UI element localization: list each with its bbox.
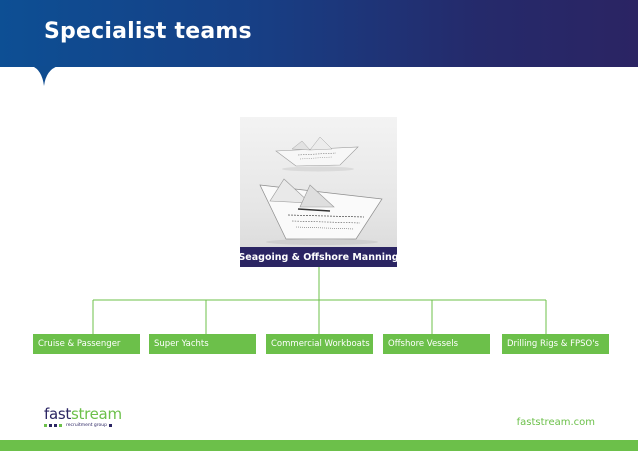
header-notch-decoration <box>32 66 58 86</box>
team-node-drilling-rigs: Drilling Rigs & FPSO's <box>502 334 609 354</box>
brand-dot-icon <box>59 424 62 427</box>
team-node-commercial-workboats: Commercial Workboats <box>266 334 373 354</box>
team-node-super-yachts: Super Yachts <box>149 334 256 354</box>
brand-tagline-row: recruitment group <box>44 423 122 428</box>
brand-name: faststream <box>44 406 122 422</box>
brand-name-part2: stream <box>70 405 122 423</box>
brand-name-part1: fast <box>44 405 71 423</box>
brand-dot-icon <box>49 424 52 427</box>
page-title: Specialist teams <box>44 19 252 44</box>
small-paper-boat-icon <box>275 136 359 172</box>
faststream-logo: faststream recruitment group <box>44 406 122 428</box>
brand-dot-icon <box>44 424 47 427</box>
team-node-offshore-vessels: Offshore Vessels <box>383 334 490 354</box>
brand-tagline: recruitment group <box>66 423 107 428</box>
brand-dot-icon <box>108 424 112 427</box>
brand-dot-icon <box>54 424 57 427</box>
website-link[interactable]: faststream.com <box>516 417 595 428</box>
large-paper-boat-icon <box>259 178 383 245</box>
root-node-seagoing-offshore-manning: Seagoing & Offshore Manning <box>238 247 399 267</box>
paper-boats-photo <box>240 117 397 267</box>
footer-bar <box>0 440 638 451</box>
team-node-cruise-passenger: Cruise & Passenger <box>33 334 140 354</box>
header-banner: Specialist teams <box>0 0 638 67</box>
